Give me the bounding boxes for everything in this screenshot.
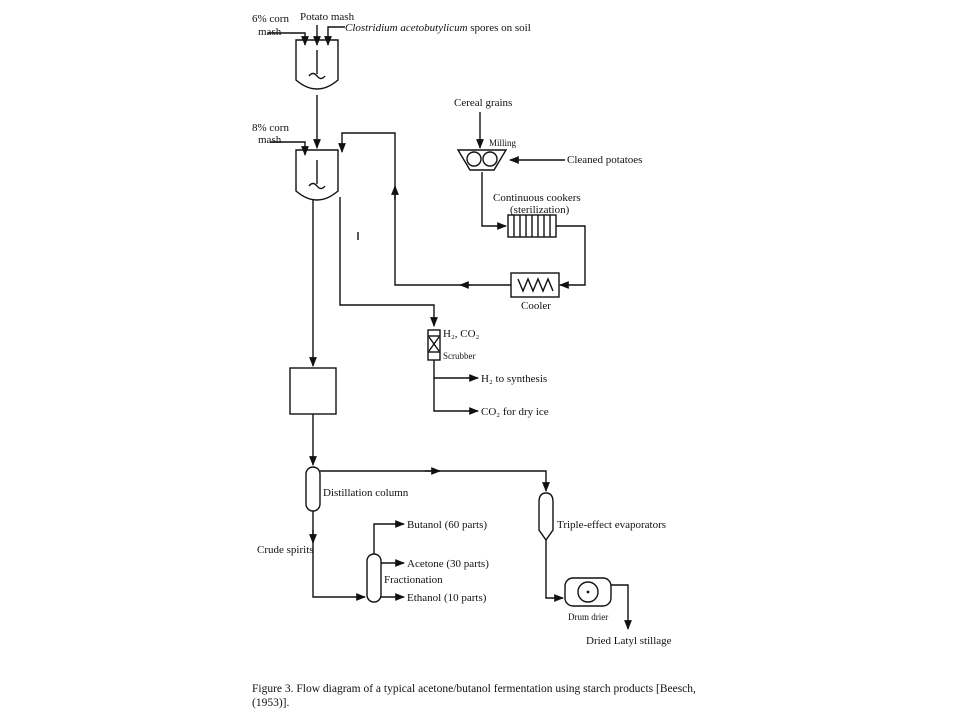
fractionation-label: Fractionation bbox=[384, 574, 443, 586]
stillage-line bbox=[320, 470, 550, 492]
h2-synthesis-label: H₂ to synthesis bbox=[481, 373, 547, 385]
triple-effect-label: Triple-effect evaporators bbox=[557, 519, 666, 531]
co2-dry-ice-label: CO₂ for dry ice bbox=[481, 406, 549, 418]
drum-drier bbox=[564, 577, 612, 607]
continuous-cooker bbox=[507, 214, 557, 238]
spores-label: Clostridium acetobutylicum spores on soi… bbox=[345, 22, 531, 34]
scrubber-label: Scrubber bbox=[443, 351, 476, 361]
corn-mash-6-label-2: mash bbox=[258, 26, 282, 38]
butanol-line bbox=[373, 520, 405, 554]
continuous-cookers-label-1: Continuous cookers bbox=[493, 192, 581, 204]
second-fermenter bbox=[295, 149, 339, 201]
mill-to-cooker-line bbox=[481, 172, 507, 230]
distillation-column-label: Distillation column bbox=[323, 487, 409, 499]
cooler-label: Cooler bbox=[521, 300, 551, 312]
cooler-box bbox=[510, 272, 560, 298]
cooler-return-line bbox=[338, 132, 511, 286]
dried-stillage-label: Dried Latyl stillage bbox=[586, 635, 672, 647]
figure-caption-line-1: Figure 3. Flow diagram of a typical acet… bbox=[252, 683, 696, 695]
milling-hopper bbox=[456, 149, 508, 171]
crude-spirits-label: Crude spirits bbox=[257, 544, 314, 556]
drier-to-product-line bbox=[611, 584, 632, 630]
distillation-column-vessel bbox=[305, 466, 321, 512]
butanol-label: Butanol (60 parts) bbox=[407, 519, 487, 531]
gas-line bbox=[339, 197, 438, 327]
h2-line bbox=[433, 360, 479, 382]
fractionation-column bbox=[366, 553, 382, 603]
feed-arrows-top bbox=[268, 25, 345, 46]
cleaned-potatoes-label: Cleaned potatoes bbox=[567, 154, 642, 166]
beer-well-tank bbox=[289, 367, 337, 415]
corn-mash-6-label-1: 6% corn bbox=[252, 13, 289, 25]
cereal-grains-label: Cereal grains bbox=[454, 97, 512, 109]
corn-mash-8-label-1: 8% corn bbox=[252, 122, 289, 134]
continuous-cookers-label-2: (sterilization) bbox=[510, 204, 570, 216]
feed-8-corn-arrow bbox=[270, 141, 309, 156]
scrubber-vessel bbox=[427, 329, 441, 361]
cooker-to-cooler-line bbox=[556, 225, 586, 289]
co2-line bbox=[433, 378, 479, 415]
evaporator-to-drier-line bbox=[545, 540, 564, 602]
h2-co2-label: H₂, CO₂ bbox=[443, 328, 480, 340]
milling-label: Milling bbox=[489, 138, 517, 148]
corn-mash-8-label-2: mash bbox=[258, 134, 282, 146]
drum-drier-label: Drum drier bbox=[568, 612, 608, 622]
potato-mash-label: Potato mash bbox=[300, 11, 355, 23]
first-fermenter bbox=[295, 39, 339, 90]
figure-caption-line-2: (1953)]. bbox=[252, 697, 289, 709]
crude-spirits-line bbox=[312, 511, 366, 601]
evaporator-vessel bbox=[538, 492, 554, 542]
ethanol-label: Ethanol (10 parts) bbox=[407, 592, 487, 604]
acetone-label: Acetone (30 parts) bbox=[407, 558, 489, 570]
